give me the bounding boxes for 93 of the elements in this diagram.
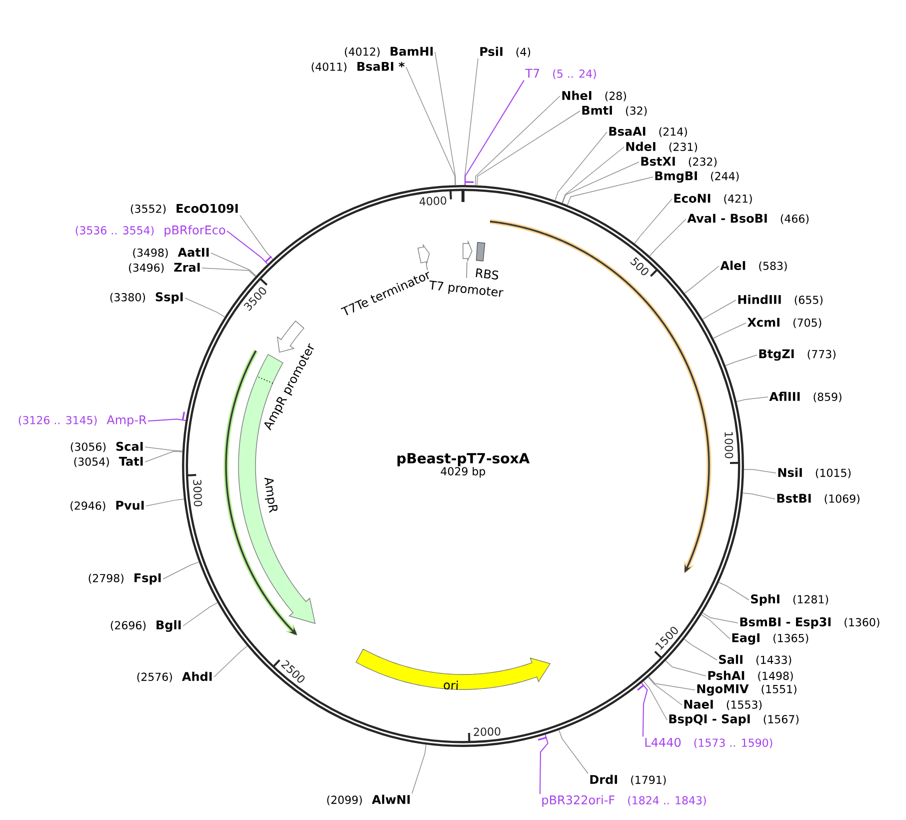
site-label: HindIII (655) <box>738 294 822 306</box>
feature-box: RBS <box>476 242 498 280</box>
site-label: (3056) ScaI <box>70 442 143 452</box>
site-label: (3552) EcoO109I <box>130 204 238 214</box>
leader-line <box>476 110 580 186</box>
tick-label: 2000 <box>474 727 500 736</box>
leader-line <box>226 230 268 265</box>
leader-line <box>643 680 668 720</box>
leader-line <box>464 80 524 186</box>
tick-label: 1000 <box>724 432 734 458</box>
leader-line <box>684 638 718 660</box>
site-label: NsiI (1015) <box>778 468 851 478</box>
primer-label: (3126 .. 3145) Amp-R <box>18 415 146 427</box>
leader-line <box>540 734 548 794</box>
leader-line <box>148 418 186 422</box>
leader-line <box>712 322 746 339</box>
tick-label: 4000 <box>420 196 446 206</box>
leader-line <box>744 469 776 474</box>
leader-line <box>554 132 608 201</box>
site-label: BmtI (32) <box>582 106 647 116</box>
leader-line <box>718 582 750 600</box>
site-label: (3380) SspI <box>110 292 183 304</box>
leader-line <box>665 660 706 676</box>
site-label: NaeI (1553) <box>684 700 762 710</box>
leader-line <box>702 612 738 624</box>
leader-line <box>742 492 776 500</box>
site-label: XcmI (705) <box>747 318 822 328</box>
site-label: EcoNI (421) <box>674 194 752 204</box>
leader-line <box>649 218 686 256</box>
leader-line <box>701 614 730 640</box>
leader-line <box>210 252 256 276</box>
leader-line <box>725 354 758 366</box>
leader-line <box>648 676 696 690</box>
leader-line <box>641 682 648 738</box>
site-label: NheI (28) <box>562 90 626 102</box>
primer-label: pBR322ori-F (1824 .. 1843) <box>542 795 706 807</box>
site-label: AvaI - BsoBI (466) <box>687 214 809 224</box>
leader-line <box>202 268 256 277</box>
site-label: BtgZI (773) <box>759 349 836 361</box>
site-label: (3054) TatI <box>74 456 143 468</box>
node-label: T7 promoter <box>429 280 504 297</box>
leader-line <box>702 300 736 320</box>
site-label: SphI (1281) <box>751 594 828 606</box>
site-label: (4011) BsaBI * <box>312 62 405 72</box>
site-label: (2099) AlwNI <box>327 794 410 806</box>
site-label: (4012) BamHI <box>344 46 433 58</box>
site-label: PshAI (1498) <box>708 670 793 682</box>
tick-label: 3000 <box>193 480 202 506</box>
site-label: (3496) ZraI <box>129 262 200 274</box>
leader-line <box>214 646 248 678</box>
tick-label: 500 <box>630 257 648 276</box>
leader-line <box>684 266 720 294</box>
leader-line <box>648 676 682 706</box>
site-label: (3498) AatII <box>133 248 209 258</box>
leader-line <box>146 498 184 506</box>
leader-line <box>562 162 640 204</box>
site-label: BstXI (232) <box>641 156 717 168</box>
leader-line <box>144 446 183 452</box>
site-label: (2798) FspI <box>88 573 161 585</box>
leader-line <box>406 66 456 186</box>
node-label: RBS <box>476 268 498 280</box>
site-label: (2946) PvuI <box>70 500 144 512</box>
site-label: EagI (1365) <box>732 633 808 645</box>
primer-label: (3536 .. 3554) pBRforEco <box>76 225 226 237</box>
site-label: BspQI - SapI (1567) <box>669 714 798 726</box>
site-label: AflIII (859) <box>769 392 842 402</box>
site-label: NgoMIV (1551) <box>697 684 796 696</box>
site-label: (2696) BglI <box>110 620 181 632</box>
primer-label: L4440 (1573 .. 1590) <box>645 738 772 748</box>
site-label: (2576) AhdI <box>137 672 212 682</box>
leader-line <box>240 215 274 260</box>
leader-line <box>566 176 654 206</box>
site-label: PsiI (4) <box>480 46 530 58</box>
site-label: BstBI (1069) <box>777 494 860 504</box>
site-label: NdeI (231) <box>626 142 698 152</box>
leader-line <box>412 744 426 794</box>
leader-line <box>634 198 672 244</box>
leader-line <box>434 52 456 186</box>
site-label: DrdI (1791) <box>590 774 666 786</box>
leader-line <box>558 730 588 774</box>
leader-line <box>182 602 218 626</box>
leader-line <box>562 146 624 204</box>
site-label: SalI (1433) <box>719 654 792 666</box>
site-label: AleI (583) <box>720 260 787 272</box>
leader-line <box>474 96 560 186</box>
primer-label: T7 (5 .. 24) <box>525 68 596 80</box>
leader-line <box>162 562 200 580</box>
site-label: BsaAI (214) <box>609 126 687 138</box>
leader-line <box>184 298 226 318</box>
leader-line <box>144 451 183 462</box>
site-label: BmgBI (244) <box>655 171 739 183</box>
site-label: BsmBI - Esp3I (1360) <box>740 617 880 629</box>
leader-line <box>736 396 768 402</box>
